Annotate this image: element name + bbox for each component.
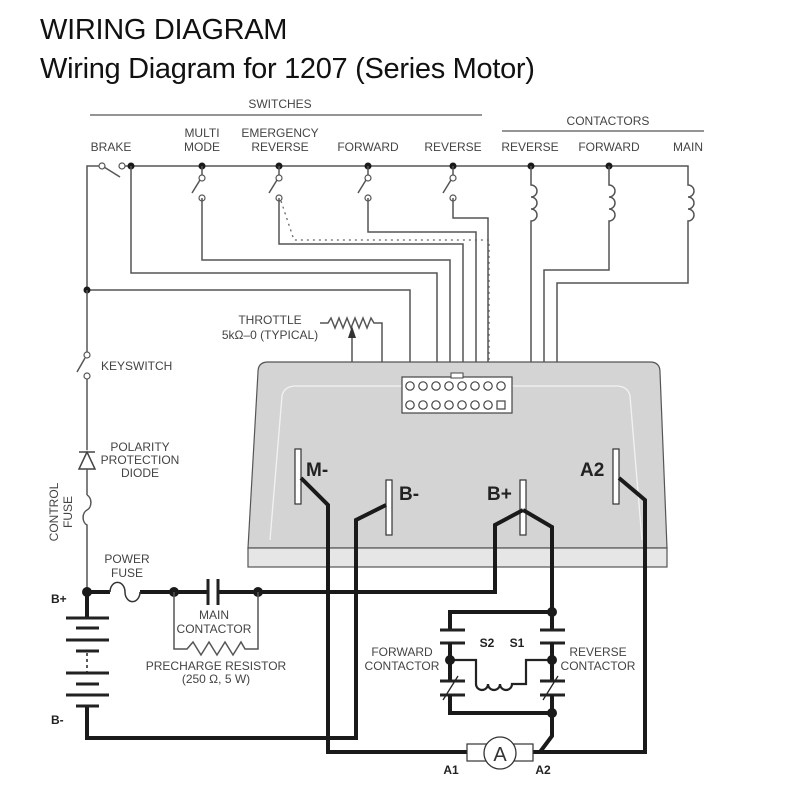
reverse-contactor-coil — [530, 166, 538, 400]
precharge-resistor — [173, 592, 259, 657]
direction-contactors — [440, 607, 565, 754]
connector-pin — [496, 381, 506, 391]
diode-label-1: POLARITY — [110, 440, 169, 454]
reverse-contactor-label-1: REVERSE — [569, 645, 626, 659]
b-plus-terminal — [519, 479, 527, 536]
field-s2-label: S2 — [480, 636, 495, 650]
m-minus-terminal — [294, 448, 302, 505]
reverse-switch-label: REVERSE — [424, 140, 481, 154]
b-minus-terminal — [385, 479, 393, 536]
power-fuse-label-1: POWER — [104, 552, 150, 566]
reverse-switch — [442, 166, 457, 202]
multi-mode-label-2: MODE — [184, 140, 220, 154]
power-fuse-label-2: FUSE — [111, 566, 143, 580]
reverse-coil-label: REVERSE — [501, 140, 558, 154]
page-title: WIRING DIAGRAM — [40, 14, 288, 46]
connector-pin — [444, 381, 454, 391]
keyswitch-label: KEYSWITCH — [101, 359, 172, 373]
forward-contactor-label-2: CONTACTOR — [365, 659, 440, 673]
keyswitch — [76, 290, 91, 450]
connector-pin — [431, 381, 441, 391]
forward-coil-label: FORWARD — [578, 140, 640, 154]
armature-symbol: A — [493, 744, 507, 766]
series-field-winding — [450, 658, 552, 692]
controller-body — [247, 361, 668, 568]
control-fuse — [82, 494, 92, 592]
main-contactor-switch — [206, 579, 220, 605]
emergency-reverse-switch — [268, 166, 283, 202]
multi-mode-label-1: MULTI — [184, 126, 219, 140]
connector-pin — [483, 400, 493, 410]
forward-contactor-label-1: FORWARD — [371, 645, 433, 659]
battery-negative-label: B- — [51, 713, 64, 727]
connector-pin — [496, 400, 506, 410]
main-contactor-label-2: CONTACTOR — [177, 622, 252, 636]
connector-pin — [431, 400, 441, 410]
reverse-contactor-label-2: CONTACTOR — [561, 659, 636, 673]
a2-label: A2 — [580, 460, 604, 481]
a2-terminal — [612, 448, 620, 505]
armature-a2-label: A2 — [535, 763, 551, 777]
diode-label-2: PROTECTION — [101, 453, 180, 467]
connector-pin — [457, 400, 467, 410]
contactors-group-label: CONTACTORS — [567, 114, 650, 128]
connector-pin — [405, 400, 415, 410]
page-subtitle: Wiring Diagram for 1207 (Series Motor) — [40, 53, 535, 85]
polarity-diode — [77, 450, 97, 495]
forward-switch — [357, 166, 372, 202]
connector-pin — [470, 381, 480, 391]
throttle-label-1: THROTTLE — [238, 313, 301, 327]
emergency-reverse-label-1: EMERGENCY — [241, 126, 318, 140]
power-fuse — [109, 581, 141, 603]
main-contactor-label-1: MAIN — [199, 608, 229, 622]
control-connector — [401, 372, 513, 414]
battery — [66, 616, 109, 708]
emergency-reverse-dotted-wire — [280, 200, 490, 383]
b-plus-label: B+ — [487, 484, 512, 505]
control-bus — [86, 162, 689, 290]
field-s1-label: S1 — [510, 636, 525, 650]
control-fuse-label-2: FUSE — [61, 496, 75, 528]
multi-mode-switch — [191, 166, 206, 202]
connector-pin — [470, 400, 480, 410]
main-coil-label: MAIN — [673, 140, 703, 154]
connector-pin — [418, 400, 428, 410]
diode-label-3: DIODE — [121, 466, 159, 480]
switches-group-label: SWITCHES — [248, 97, 311, 111]
connector-pin — [444, 400, 454, 410]
precharge-label-2: (250 Ω, 5 W) — [182, 672, 250, 686]
connector-pin — [405, 381, 415, 391]
connector-pin — [418, 381, 428, 391]
brake-switch-label: BRAKE — [91, 140, 132, 154]
junction-dot — [82, 587, 92, 597]
main-contactor-coil — [556, 178, 695, 448]
precharge-label-1: PRECHARGE RESISTOR — [146, 659, 287, 673]
forward-contactor-coil — [543, 166, 616, 435]
armature-a1-label: A1 — [443, 763, 459, 777]
battery-positive-label: B+ — [51, 592, 67, 606]
control-fuse-label-1: CONTROL — [47, 482, 61, 541]
connector-pin — [483, 381, 493, 391]
throttle-label-2: 5kΩ–0 (TYPICAL) — [222, 328, 318, 342]
b-minus-label: B- — [399, 484, 419, 505]
emergency-reverse-label-2: REVERSE — [251, 140, 308, 154]
m-minus-label: M- — [306, 460, 328, 481]
connector-pin — [457, 381, 467, 391]
forward-switch-label: FORWARD — [337, 140, 399, 154]
motor-armature — [466, 736, 534, 770]
